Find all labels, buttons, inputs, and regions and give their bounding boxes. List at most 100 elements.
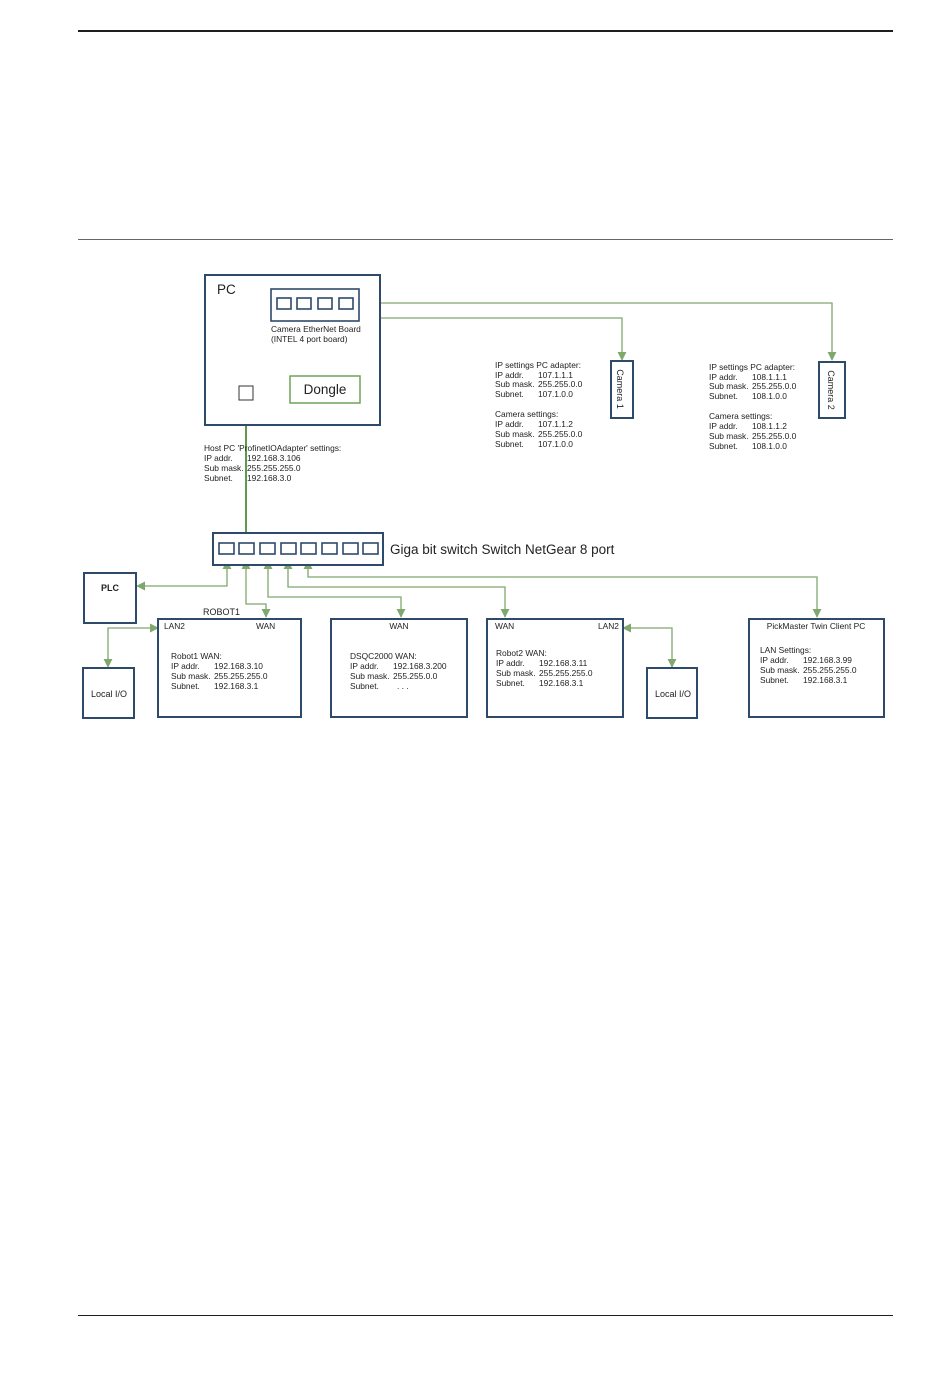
cam2-cam-ip-key: IP addr.: [709, 421, 738, 431]
robot2-wan-label: WAN: [495, 621, 514, 631]
robot2-box: [486, 618, 624, 718]
wire-camera1: [346, 311, 627, 361]
cam2-cam-ip-value: 108.1.1.2: [752, 421, 787, 431]
robot2-lan-label: LAN2: [598, 621, 619, 631]
robot1-subnet-key: Subnet.: [171, 681, 200, 691]
cam1-pc-mask-key: Sub mask.: [495, 379, 535, 389]
dsqc-heading: DSQC2000 WAN:: [350, 651, 417, 661]
camera1-box: [610, 360, 634, 419]
client-heading: LAN Settings:: [760, 645, 811, 655]
cam2-cam-subnet-key: Subnet.: [709, 441, 738, 451]
host-settings: Host PC 'ProfinetIOAdapter' settings: IP…: [204, 443, 341, 483]
cam2-cam-mask-value: 255.255.0.0: [752, 431, 797, 441]
switch-label: Giga bit switch Switch NetGear 8 port: [390, 542, 615, 557]
dsqc-wan-label: WAN: [389, 621, 408, 631]
host-ip-value: 192.168.3.106: [247, 453, 301, 463]
wire-local-io-1: [103, 623, 159, 668]
dsqc-ip-key: IP addr.: [350, 661, 379, 671]
client-ip-value: 192.168.3.99: [803, 655, 852, 665]
robot1-mask-value: 255.255.255.0: [214, 671, 268, 681]
pc-node: PC Camera EtherNet Board (INTEL 4 port b…: [204, 274, 381, 426]
robot2-heading: Robot2 WAN:: [496, 648, 547, 658]
dsqc-node: WAN DSQC2000 WAN: IP addr. 192.168.3.200…: [330, 618, 468, 718]
board-label-1: Camera EtherNet Board: [271, 324, 361, 334]
cam2-pc-subnet-value: 108.1.0.0: [752, 391, 787, 401]
robot2-subnet-key: Subnet.: [496, 678, 525, 688]
cam1-pc-ip-key: IP addr.: [495, 370, 524, 380]
board-port-4: [338, 297, 354, 310]
cam1-pc-heading: IP settings PC adapter:: [495, 360, 581, 370]
cam2-cam-mask-key: Sub mask.: [709, 431, 749, 441]
switch-port-8: [362, 542, 379, 555]
host-port: [238, 385, 254, 401]
switch-port-4: [280, 542, 297, 555]
wire-robot2: [283, 560, 510, 618]
cam2-pc-heading: IP settings PC adapter:: [709, 362, 795, 372]
cam1-cam-heading: Camera settings:: [495, 409, 558, 419]
plc-node: PLC: [83, 572, 137, 624]
dsqc-ip-value: 192.168.3.200: [393, 661, 447, 671]
host-mask-key: Sub mask.: [204, 463, 244, 473]
local-io-1-label: Local I/O: [91, 689, 127, 699]
cam2-pc-mask-value: 255.255.0.0: [752, 381, 797, 391]
local-io-2-box: [646, 667, 698, 719]
cam2-pc-ip-key: IP addr.: [709, 372, 738, 382]
cam2-pc-mask-key: Sub mask.: [709, 381, 749, 391]
robot1-lan-label: LAN2: [164, 621, 185, 631]
client-title: PickMaster Twin Client PC: [767, 621, 866, 631]
switch-port-1: [218, 542, 235, 555]
camera1-node: Camera 1: [610, 360, 634, 419]
local-io-1-box: [82, 667, 135, 719]
camera2-box: [818, 361, 846, 419]
cam2-pc-ip-value: 108.1.1.1: [752, 372, 787, 382]
cam1-pc-mask-value: 255.255.0.0: [538, 379, 583, 389]
robot1-heading: Robot1 WAN:: [171, 651, 222, 661]
board-port-3: [317, 297, 333, 310]
host-mask-value: 255.255.255.0: [247, 463, 301, 473]
host-heading: Host PC 'ProfinetIOAdapter' settings:: [204, 443, 341, 453]
switch-port-5: [300, 542, 317, 555]
robot2-ip-key: IP addr.: [496, 658, 525, 668]
robot1-mask-key: Sub mask.: [171, 671, 211, 681]
switch-port-2: [238, 542, 255, 555]
plc-label: PLC: [101, 583, 120, 593]
robot1-wan-label: WAN: [256, 621, 275, 631]
host-subnet-value: 192.168.3.0: [247, 473, 292, 483]
board-label-2: (INTEL 4 port board): [271, 334, 348, 344]
switch-node: Giga bit switch Switch NetGear 8 port: [212, 532, 615, 566]
section-rule: [78, 239, 893, 240]
camera2-settings: IP settings PC adapter: IP addr. 108.1.1…: [709, 362, 797, 451]
board-port-1: [276, 297, 292, 310]
robot2-ip-value: 192.168.3.11: [539, 658, 588, 668]
robot2-subnet-value: 192.168.3.1: [539, 678, 584, 688]
cam1-cam-subnet-key: Subnet.: [495, 439, 524, 449]
local-io-2-label: Local I/O: [655, 689, 691, 699]
cam1-cam-mask-value: 255.255.0.0: [538, 429, 583, 439]
client-ip-key: IP addr.: [760, 655, 789, 665]
plc-box: [83, 572, 137, 624]
camera2-label: Camera 2: [826, 370, 836, 410]
cam1-cam-ip-key: IP addr.: [495, 419, 524, 429]
robot2-mask-key: Sub mask.: [496, 668, 536, 678]
cam1-pc-subnet-value: 107.1.0.0: [538, 389, 573, 399]
cam1-cam-subnet-value: 107.1.0.0: [538, 439, 573, 449]
robot1-ip-key: IP addr.: [171, 661, 200, 671]
cam1-cam-mask-key: Sub mask.: [495, 429, 535, 439]
client-mask-key: Sub mask.: [760, 665, 800, 675]
board-port-2: [296, 297, 312, 310]
dsqc-subnet-value: . . .: [397, 681, 409, 691]
robot1-caption: ROBOT1: [203, 607, 240, 617]
camera1-label: Camera 1: [615, 369, 625, 409]
wire-plc: [136, 560, 232, 591]
footer-rule: [78, 1315, 893, 1316]
switch-port-6: [321, 542, 338, 555]
dsqc-mask-value: 255.255.0.0: [393, 671, 438, 681]
dsqc-mask-key: Sub mask.: [350, 671, 390, 681]
cam1-cam-ip-value: 107.1.1.2: [538, 419, 573, 429]
wire-local-io-2: [622, 623, 677, 668]
robot1-box: [157, 618, 302, 718]
wire-robot1: [241, 560, 271, 618]
local-io-1-node: Local I/O: [82, 667, 135, 719]
switch-port-7: [342, 542, 359, 555]
